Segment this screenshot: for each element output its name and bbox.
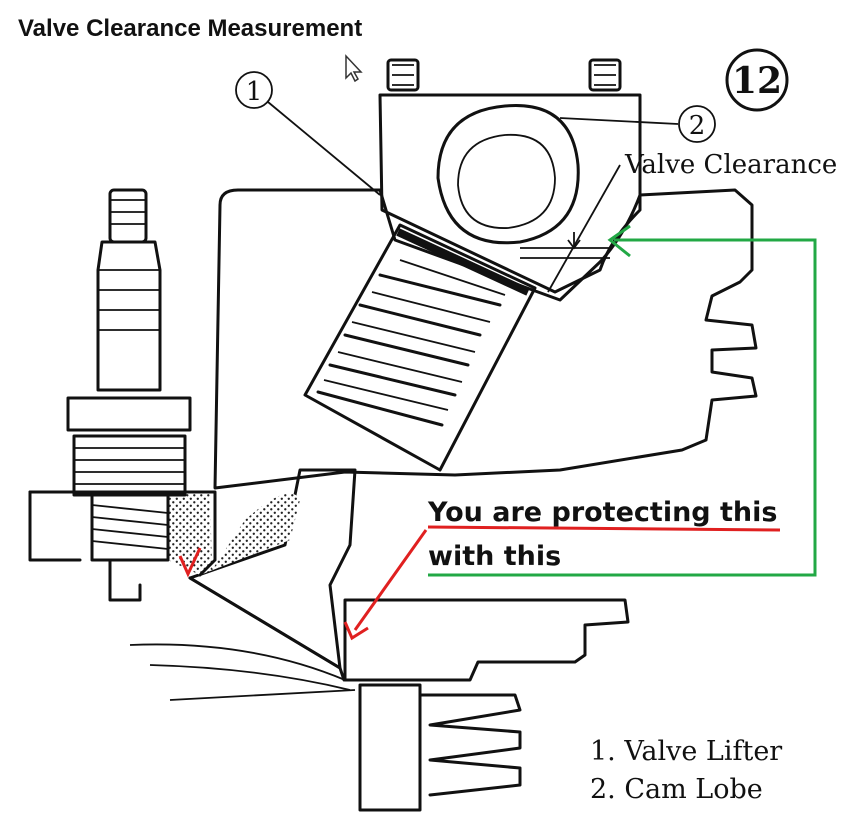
legend: 1. Valve Lifter 2. Cam Lobe [590,736,782,805]
piston-lines [129,643,356,701]
valve [188,468,357,682]
cursor-icon [345,54,363,83]
valve-lifter [303,223,537,472]
cam-lobe [436,103,580,245]
lower-block [28,490,630,812]
page-title: Valve Clearance Measurement [18,15,362,42]
annotation-line-1: You are protecting this [427,497,777,528]
svg-text:2: 2 [689,111,706,141]
svg-text:1: 1 [246,77,263,107]
svg-text:12: 12 [732,60,782,102]
green-annotation [428,224,817,577]
valve-clearance-callout: Valve Clearance [520,150,837,293]
annotation-line-2: with this [428,541,561,572]
spark-plug [66,188,192,602]
legend-item-valve-lifter: 1. Valve Lifter [590,736,782,767]
callout-2: 2 [559,105,716,143]
cylinder-head [213,188,758,490]
figure-number: 12 [725,48,789,112]
svg-text:Valve Clearance: Valve Clearance [624,150,837,180]
callout-1: 1 [235,71,381,196]
red-annotation [178,525,781,641]
legend-item-cam-lobe: 2. Cam Lobe [590,774,763,805]
